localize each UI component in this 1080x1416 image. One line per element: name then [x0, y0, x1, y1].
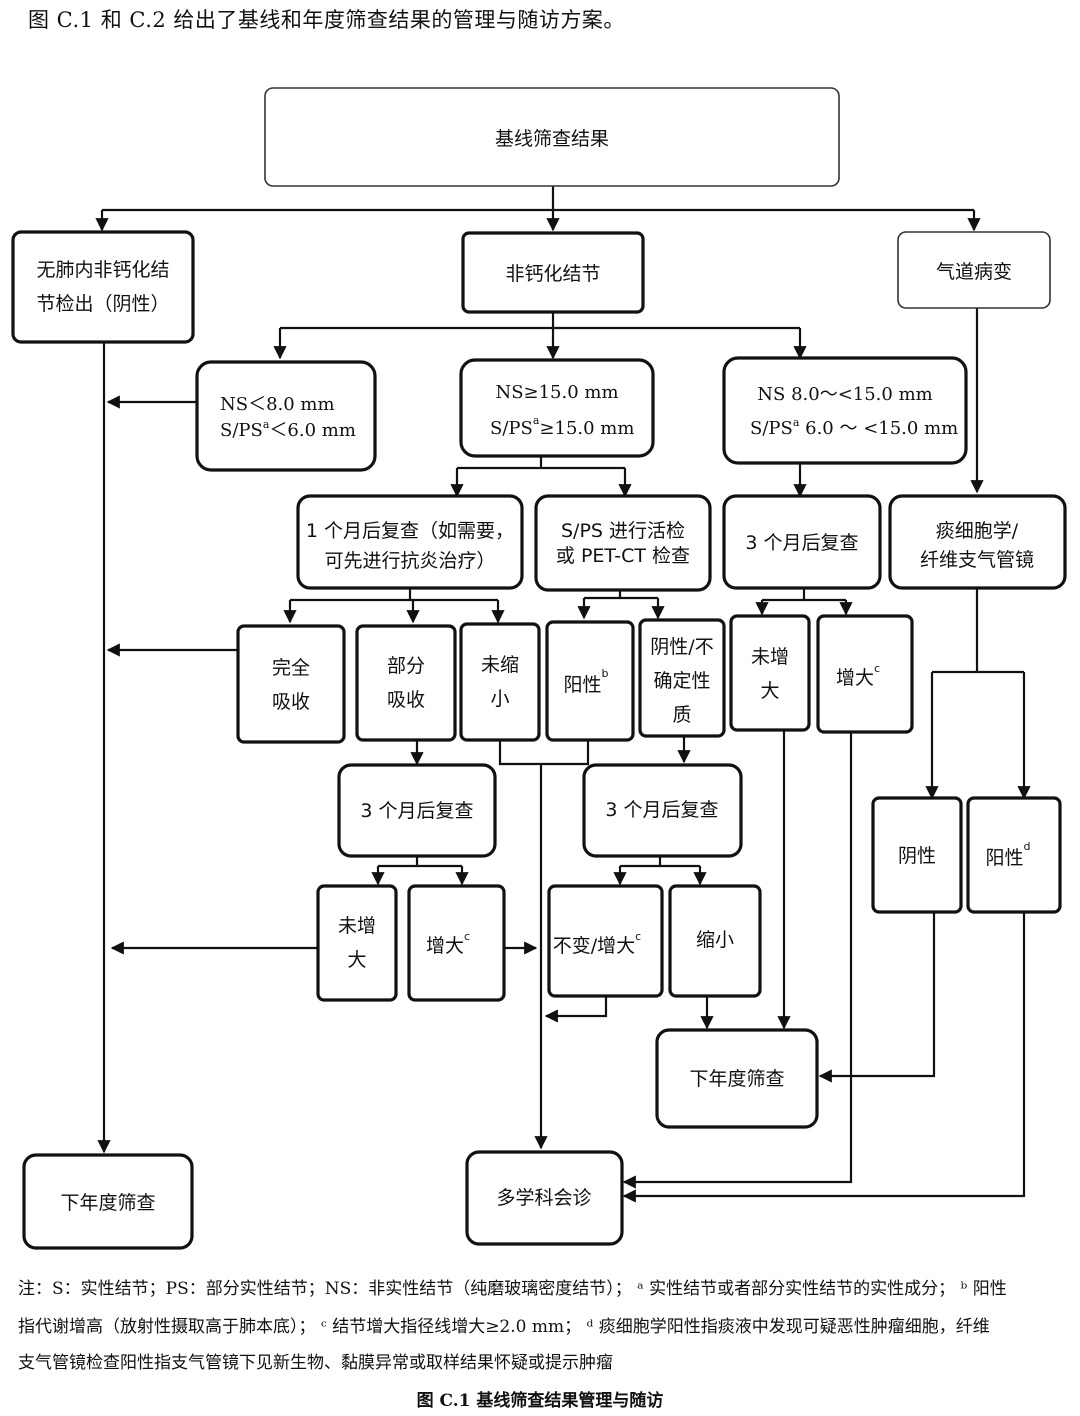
node-ns-large: NS≥15.0 mm S/PSa≥15.0 mm [459, 358, 655, 458]
svg-text:质: 质 [672, 704, 691, 726]
svg-text:未增: 未增 [751, 646, 789, 668]
node-partial-absorption: 部分 吸收 [355, 624, 457, 742]
node-full-absorption: 完全 吸收 [236, 624, 346, 744]
node-negative-uncertain: 阴性/不 确定性 质 [638, 618, 726, 738]
node-enlarged-a: 增大c [407, 884, 506, 1002]
node-ns-mid: NS 8.0～<15.0 mm S/PSa 6.0 ～ <15.0 mm [722, 356, 968, 465]
node-cyto-positive: 阳性d [966, 796, 1062, 914]
svg-text:3 个月后复查: 3 个月后复查 [360, 800, 473, 822]
node-negative: 无肺内非钙化结 节检出（阴性） [11, 230, 195, 344]
svg-text:S/PS 进行活检: S/PS 进行活检 [561, 520, 685, 542]
svg-text:增大c: 增大c [426, 930, 470, 957]
svg-text:无肺内非钙化结: 无肺内非钙化结 [36, 259, 169, 281]
node-not-enlarged-a: 未增 大 [316, 884, 398, 1002]
svg-text:阳性d: 阳性d [986, 840, 1031, 869]
svg-text:不变/增大c: 不变/增大c [553, 930, 641, 957]
svg-text:多学科会诊: 多学科会诊 [496, 1187, 591, 1209]
svg-text:增大c: 增大c [836, 662, 880, 689]
node-cyto-negative: 阴性 [871, 796, 963, 914]
node-airway: 气道病变 [897, 231, 1051, 309]
svg-text:阳性b: 阳性b [564, 667, 609, 696]
svg-text:节检出（阴性）: 节检出（阴性） [36, 293, 169, 315]
svg-text:1 个月后复查（如需要，: 1 个月后复查（如需要， [306, 520, 514, 542]
node-recheck-1m: 1 个月后复查（如需要， 可先进行抗炎治疗） [296, 494, 524, 590]
svg-text:3 个月后复查: 3 个月后复查 [745, 532, 858, 554]
svg-text:大: 大 [760, 680, 779, 702]
svg-text:非钙化结节: 非钙化结节 [505, 263, 600, 285]
svg-text:3 个月后复查: 3 个月后复查 [605, 799, 718, 821]
flowchart: 基线筛查结果 无肺内非钙化结 节检出（阴性） 非钙化结节 气道病变 NS＜8.0… [11, 87, 1067, 1250]
node-noncalcified: 非钙化结节 [461, 231, 645, 314]
svg-text:缩小: 缩小 [696, 929, 734, 951]
note-line-2: 指代谢增高（放射性摄取高于肺本底）； ᶜ 结节增大指径线增大≥2.0 mm； ᵈ… [18, 1317, 990, 1337]
node-next-year-right: 下年度筛查 [655, 1028, 819, 1129]
node-shrunk: 缩小 [668, 884, 762, 998]
note-line-1: 注：S：实性结节；PS：部分实性结节；NS：非实性结节（纯磨玻璃密度结节）； ᵃ… [18, 1279, 1007, 1299]
svg-text:或 PET-CT 检查: 或 PET-CT 检查 [556, 545, 690, 567]
svg-text:可先进行抗炎治疗）: 可先进行抗炎治疗） [324, 550, 495, 572]
node-unchanged-enlarged: 不变/增大c [547, 884, 664, 998]
node-positive-b: 阳性b [545, 620, 635, 742]
svg-text:S/PSa 6.0 ～ <15.0 mm: S/PSa 6.0 ～ <15.0 mm [750, 416, 958, 439]
intro-text: 图 C.1 和 C.2 给出了基线和年度筛查结果的管理与随访方案。 [28, 8, 625, 32]
svg-text:下年度筛查: 下年度筛查 [60, 1192, 155, 1214]
svg-text:NS≥15.0 mm: NS≥15.0 mm [495, 382, 618, 403]
svg-text:基线筛查结果: 基线筛查结果 [495, 128, 609, 150]
svg-text:吸收: 吸收 [387, 689, 425, 711]
svg-text:完全: 完全 [272, 657, 310, 679]
node-not-enlarged-mid: 未增 大 [729, 614, 811, 732]
svg-text:小: 小 [490, 688, 509, 710]
svg-text:阴性: 阴性 [898, 845, 936, 867]
svg-text:S/PSa＜6.0 mm: S/PSa＜6.0 mm [220, 418, 356, 441]
connectors [95, 186, 1031, 1203]
note-line-3: 支气管镜检查阳性指支气管镜下见新生物、黏膜异常或取样结果怀疑或提示肿瘤 [18, 1353, 613, 1373]
node-recheck-3m-a: 3 个月后复查 [337, 763, 497, 858]
svg-text:吸收: 吸收 [272, 691, 310, 713]
svg-text:大: 大 [347, 949, 366, 971]
svg-text:未增: 未增 [338, 915, 376, 937]
svg-text:痰细胞学/: 痰细胞学/ [936, 520, 1019, 542]
node-biopsy: S/PS 进行活检 或 PET-CT 检查 [534, 494, 712, 592]
figure-caption: 图 C.1 基线筛查结果管理与随访 [416, 1391, 664, 1411]
svg-text:S/PSa≥15.0 mm: S/PSa≥15.0 mm [490, 414, 634, 439]
node-recheck-3m-mid: 3 个月后复查 [722, 494, 882, 590]
node-baseline: 基线筛查结果 [264, 87, 840, 187]
svg-text:下年度筛查: 下年度筛查 [689, 1068, 784, 1090]
svg-text:确定性: 确定性 [653, 670, 710, 692]
svg-text:未缩: 未缩 [481, 654, 519, 676]
svg-text:部分: 部分 [387, 655, 425, 677]
node-ns-small: NS＜8.0 mm S/PSa＜6.0 mm [195, 360, 377, 472]
svg-text:NS＜8.0 mm: NS＜8.0 mm [220, 394, 335, 415]
svg-text:NS 8.0～<15.0 mm: NS 8.0～<15.0 mm [757, 384, 932, 405]
svg-text:纤维支气管镜: 纤维支气管镜 [920, 549, 1034, 571]
svg-text:阴性/不: 阴性/不 [650, 636, 713, 658]
node-not-shrunk: 未缩 小 [459, 622, 541, 742]
node-next-year-left: 下年度筛查 [22, 1153, 194, 1250]
node-enlarged-mid: 增大c [816, 614, 914, 734]
node-recheck-3m-b: 3 个月后复查 [582, 763, 743, 858]
node-mdt: 多学科会诊 [465, 1150, 624, 1246]
svg-text:气道病变: 气道病变 [936, 261, 1012, 283]
node-cytology: 痰细胞学/ 纤维支气管镜 [888, 494, 1067, 590]
